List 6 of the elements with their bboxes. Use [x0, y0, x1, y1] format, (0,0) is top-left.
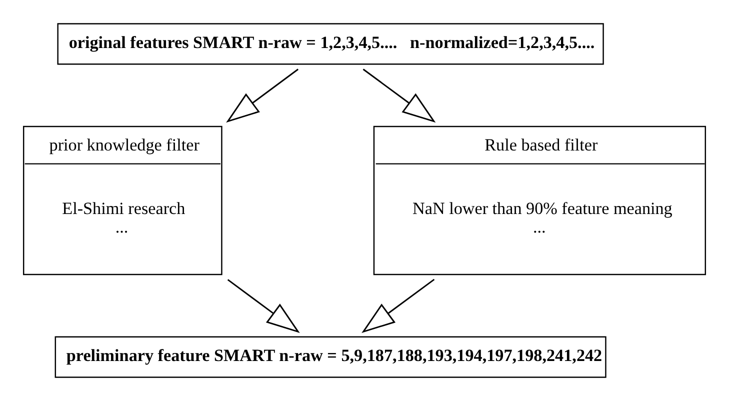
arrow: [226, 68, 299, 122]
node-box: preliminary feature SMART n-raw = 5,9,187,188,193,194,197,198,241,242: [54, 336, 606, 378]
arrow: [227, 278, 300, 333]
arrow: [362, 68, 436, 122]
arrow: [362, 278, 435, 332]
node-box: original features SMART n-raw = 1,2,3,4,5.... n-normalized=1,2,3,4,5....: [57, 22, 604, 64]
